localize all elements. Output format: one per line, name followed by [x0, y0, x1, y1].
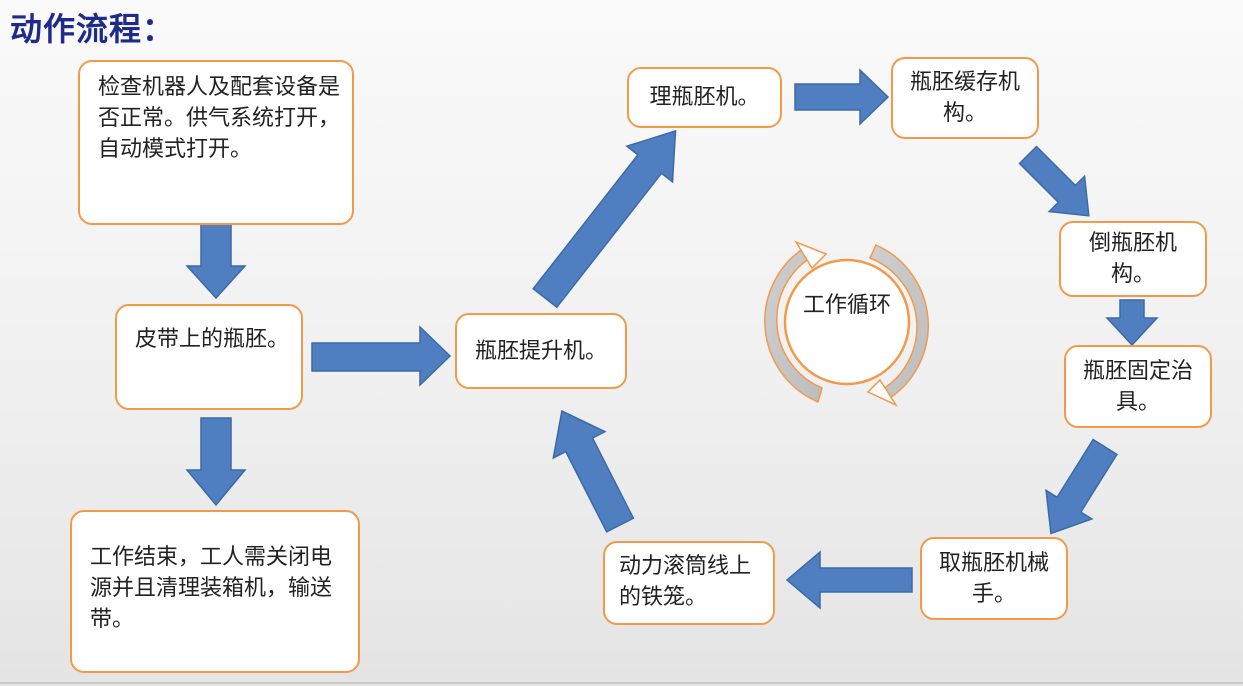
cycle-label: 工作循环 [802, 293, 891, 318]
bottom-divider [0, 682, 1243, 684]
arrow-fixture-to-gripper [1045, 438, 1118, 535]
step-roller-cage: 动力滚筒线上的铁笼。 [603, 541, 775, 625]
arrow-dumper-to-fixture [1105, 299, 1159, 347]
cycle-ring [764, 240, 930, 407]
step-belt-preforms: 皮带上的瓶胚。 [115, 304, 303, 410]
arrow-roller-to-lifter [552, 409, 635, 533]
arrow-belt-to-lifter [311, 325, 452, 387]
step-work-end: 工作结束，工人需关闭电源并且清理装箱机，输送带。 [70, 510, 360, 673]
step-check-equipment: 检查机器人及配套设备是否正常。供气系统打开，自动模式打开。 [78, 60, 354, 225]
step-preform-gripper: 取瓶胚机械手。 [920, 537, 1068, 620]
step-preform-fixture: 瓶胚固定治具。 [1064, 345, 1212, 428]
step-preform-buffer: 瓶胚缓存机构。 [891, 57, 1039, 139]
arrow-gripper-to-roller [785, 550, 913, 610]
step-preform-dumper: 倒瓶胚机构。 [1059, 221, 1207, 297]
step-preform-sorter: 理瓶胚机。 [627, 67, 782, 128]
arrow-buffer-to-dumper [1018, 145, 1090, 217]
arrow-check-to-belt [185, 223, 247, 300]
arrow-belt-to-end [185, 417, 247, 507]
step-preform-lifter: 瓶胚提升机。 [455, 313, 627, 389]
cycle-circle [783, 258, 911, 386]
page-title: 动作流程： [10, 10, 176, 48]
arrow-lifter-to-sorter [532, 129, 677, 309]
arrow-sorter-to-buffer [794, 68, 890, 126]
